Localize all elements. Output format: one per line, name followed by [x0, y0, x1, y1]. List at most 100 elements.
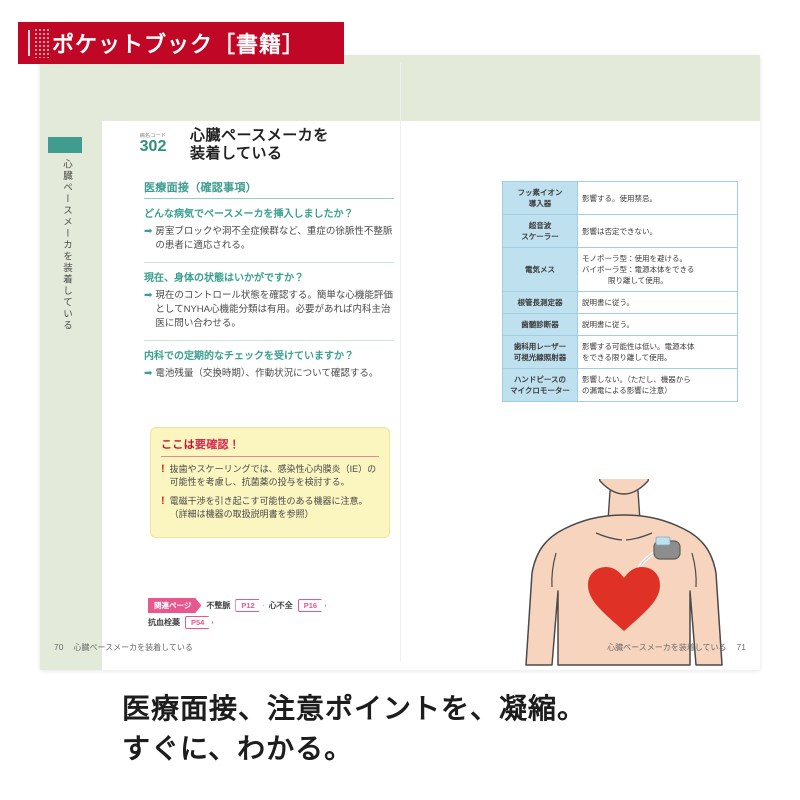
interview-column: 医療面接（確認事項） どんな病気でペースメーカを挿入しましたか？ ➡ 房室ブロッ…	[144, 179, 394, 399]
footer-title-left: 心臓ペースメーカを装着している	[73, 643, 193, 652]
related-pages-label: 関連ページ	[148, 598, 201, 613]
related-pages-line: 抗血栓薬 P54	[148, 616, 408, 629]
banner-title: ポケットブック［書籍］	[52, 32, 306, 57]
related-pages: 関連ページ 不整脈 P12 心不全 P16 抗血栓薬 P54	[148, 598, 408, 632]
arrow-right-icon: ➡	[144, 290, 153, 301]
reference-page-link[interactable]: P12	[235, 599, 263, 612]
device-name-cell: 歯科用レーザー 可視光線照射器	[502, 335, 578, 369]
page-title: 心臓ペースメーカを 装着している	[190, 127, 329, 163]
device-table-wrapper: フッ素イオン 導入器 影響する。使用禁忌。 超音波 スケーラー 影響は否定できな…	[502, 181, 738, 402]
interview-answer: 電池残量（交換時期）、作動状況について確認する。	[155, 368, 379, 379]
device-note-line: をできる限り離して使用。	[582, 353, 672, 362]
book-spread: 心臓ペースメーカを装着している 病名コード 302 心臓ペースメーカを 装着して…	[40, 55, 760, 670]
caption-line2: すぐに、わかる。	[122, 734, 354, 765]
interview-question: 内科での定期的なチェックを受けていますか？	[144, 351, 354, 362]
device-note-line: 説明書に従う。	[582, 320, 635, 329]
alert-text: 電磁干渉を引き起こす可能性のある機器に注意。 （詳細は機器の取扱説明書を参照）	[169, 496, 368, 519]
interview-answer-row: ➡ 房室ブロックや洞不全症候群など、重症の徐脈性不整脈の患者に適応される。	[144, 225, 394, 253]
device-note-line: モノポーラ型：使用を避ける。	[582, 254, 687, 263]
device-note-cell: モノポーラ型：使用を避ける。 バイポーラ型：電源本体をできる 限り離して使用。	[577, 247, 738, 292]
left-rail	[40, 55, 102, 670]
device-name-cell: 超音波 スケーラー	[502, 214, 578, 248]
interview-item: どんな病気でペースメーカを挿入しましたか？ ➡ 房室ブロックや洞不全症候群など、…	[144, 208, 394, 263]
reference-name: 抗血栓薬	[148, 618, 180, 627]
product-banner: ポケットブック［書籍］	[18, 22, 344, 64]
exclamation-icon: !	[161, 495, 165, 507]
book-spread-inner: 心臓ペースメーカを装着している 病名コード 302 心臓ペースメーカを 装着して…	[40, 55, 760, 670]
page-title-line2: 装着している	[190, 145, 283, 162]
device-note-line: 説明書に従う。	[582, 298, 635, 307]
page-title-line1: 心臓ペースメーカを	[190, 127, 329, 144]
table-row: 歯髄診断器 説明書に従う。	[502, 313, 738, 336]
interview-item: 現在、身体の状態はいかがですか？ ➡ 現在のコントロール状態を確認する。簡単な心…	[144, 272, 394, 341]
device-note-cell: 影響しない。（ただし、機器から の漏電による影響に注意）	[577, 368, 738, 402]
interview-section-title: 医療面接（確認事項）	[144, 179, 394, 199]
reference-name: 不整脈	[206, 601, 231, 610]
reference-page-link[interactable]: P54	[185, 616, 213, 629]
device-note-cell: 影響する。使用禁忌。	[577, 181, 738, 215]
rail-vertical-title: 心臓ペースメーカを装着している	[61, 159, 72, 332]
device-interference-table: フッ素イオン 導入器 影響する。使用禁忌。 超音波 スケーラー 影響は否定できな…	[502, 181, 738, 402]
interview-answer-row: ➡ 現在のコントロール状態を確認する。簡単な心機能評価としてNYHA心機能分類は…	[144, 289, 394, 331]
pacemaker-anatomy-icon	[525, 466, 723, 666]
device-note-line: バイポーラ型：電源本体をできる	[582, 265, 695, 274]
marketing-caption: 医療面接、注意ポイントを、凝縮。 すぐに、わかる。	[122, 690, 762, 770]
caption-line1: 医療面接、注意ポイントを、凝縮。	[122, 694, 587, 725]
device-note-cell: 説明書に従う。	[577, 291, 738, 314]
footer-right: 心臓ペースメーカを装着している 71	[607, 642, 746, 653]
interview-item: 内科での定期的なチェックを受けていますか？ ➡ 電池残量（交換時期）、作動状況に…	[144, 350, 394, 390]
interview-question: どんな病気でペースメーカを挿入しましたか？	[144, 209, 354, 220]
table-row: 歯科用レーザー 可視光線照射器 影響する可能性は低い。電源本体 をできる限り離し…	[502, 335, 738, 369]
device-name-cell: 電気メス	[502, 247, 578, 292]
banner-rule	[28, 30, 30, 56]
device-note-cell: 説明書に従う。	[577, 313, 738, 336]
device-name-cell: 根管長測定器	[502, 291, 578, 314]
disease-code-label: 病名コード	[139, 133, 167, 139]
table-row: 電気メス モノポーラ型：使用を避ける。 バイポーラ型：電源本体をできる 限り離し…	[502, 247, 738, 292]
device-name-cell: ハンドピースの マイクロモーター	[502, 368, 578, 402]
page-footer: 70 心臓ペースメーカを装着している 心臓ペースメーカを装着している 71	[40, 642, 760, 656]
arrow-right-icon: ➡	[144, 368, 153, 379]
alert-item: ! 電磁干渉を引き起こす可能性のある機器に注意。 （詳細は機器の取扱説明書を参照…	[161, 495, 379, 521]
table-row: フッ素イオン 導入器 影響する。使用禁忌。	[502, 181, 738, 215]
spread-gutter	[400, 63, 401, 662]
page-number-left: 70	[54, 642, 64, 652]
exclamation-icon: !	[161, 463, 165, 475]
alert-heading: ここは要確認！	[161, 436, 379, 457]
rail-tab-marker	[48, 137, 82, 153]
banner-decoration	[18, 22, 52, 64]
alert-text: 抜歯やスケーリングでは、感染性心内膜炎（IE）の可能性を考慮し、抗菌薬の投与を検…	[169, 464, 377, 487]
device-note-line: 影響する可能性は低い。電源本体	[582, 342, 695, 351]
disease-code-number: 302	[139, 138, 167, 155]
arrow-right-icon: ➡	[144, 226, 153, 237]
table-row: 超音波 スケーラー 影響は否定できない。	[502, 214, 738, 248]
table-row: 根管長測定器 説明書に従う。	[502, 291, 738, 314]
table-row: ハンドピースの マイクロモーター 影響しない。（ただし、機器から の漏電による影…	[502, 368, 738, 402]
alert-heading-highlight: 要確認！	[194, 439, 241, 451]
device-note-line: の漏電による影響に注意）	[582, 386, 672, 395]
disease-code-badge: 病名コード 302	[124, 129, 182, 159]
device-note-cell: 影響は否定できない。	[577, 214, 738, 248]
alert-box: ここは要確認！ ! 抜歯やスケーリングでは、感染性心内膜炎（IE）の可能性を考慮…	[150, 427, 390, 538]
page-number-right: 71	[736, 642, 746, 652]
device-note-line: 影響する。使用禁忌。	[582, 193, 657, 203]
footer-left: 70 心臓ペースメーカを装着している	[54, 642, 193, 653]
reference-page-link[interactable]: P16	[298, 599, 326, 612]
interview-answer: 房室ブロックや洞不全症候群など、重症の徐脈性不整脈の患者に適応される。	[155, 226, 393, 251]
interview-question: 現在、身体の状態はいかがですか？	[144, 273, 304, 284]
device-name-cell: フッ素イオン 導入器	[502, 181, 578, 215]
device-note-line: 影響しない。（ただし、機器から	[582, 375, 691, 384]
alert-heading-prefix: ここは	[161, 439, 195, 451]
device-name-cell: 歯髄診断器	[502, 313, 578, 336]
torso-with-pacemaker-illustration	[492, 466, 752, 679]
banner-dot-pattern	[34, 28, 50, 58]
device-note-line: 限り離して使用。	[608, 276, 668, 285]
interview-answer-row: ➡ 電池残量（交換時期）、作動状況について確認する。	[144, 367, 394, 381]
device-note-line: 影響は否定できない。	[582, 226, 657, 236]
related-pages-line: 関連ページ 不整脈 P12 心不全 P16	[148, 598, 408, 613]
interview-answer: 現在のコントロール状態を確認する。簡単な心機能評価としてNYHA心機能分類は有用…	[155, 290, 393, 329]
reference-name: 心不全	[268, 601, 293, 610]
footer-title-right: 心臓ペースメーカを装着している	[607, 643, 727, 652]
device-note-cell: 影響する可能性は低い。電源本体 をできる限り離して使用。	[577, 335, 738, 369]
alert-item: ! 抜歯やスケーリングでは、感染性心内膜炎（IE）の可能性を考慮し、抗菌薬の投与…	[161, 463, 379, 489]
